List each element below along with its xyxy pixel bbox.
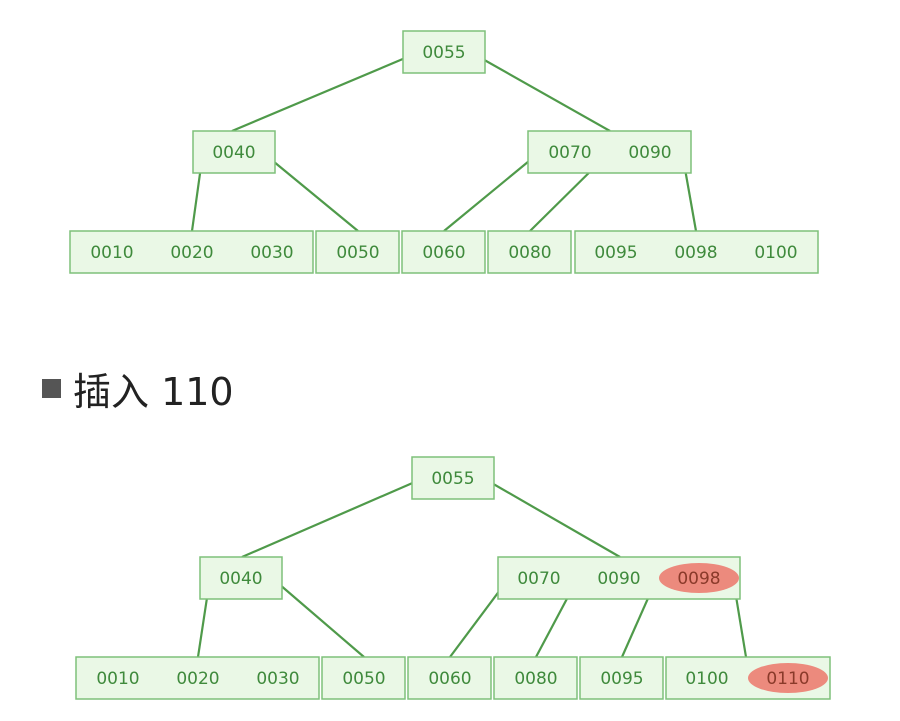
node-key: 0010 <box>90 243 133 263</box>
leaf-node: 0050 <box>315 230 400 274</box>
root-node: 0055 <box>402 30 486 74</box>
leaf-node: 0095 0098 0100 <box>574 230 819 274</box>
node-key: 0055 <box>431 469 474 489</box>
internal-node: 0070 0090 0098 <box>497 556 741 600</box>
section-heading: 插入 110 <box>42 362 234 414</box>
leaf-node: 0080 <box>487 230 572 274</box>
node-key: 0090 <box>597 569 640 589</box>
node-key: 0090 <box>628 143 671 163</box>
leaf-node: 0050 <box>321 656 406 700</box>
leaf-node: 0010 0020 0030 <box>69 230 314 274</box>
internal-node: 0040 <box>199 556 283 600</box>
node-key: 0050 <box>336 243 379 263</box>
node-key: 0050 <box>342 669 385 689</box>
tree-edge <box>471 52 611 132</box>
tree-edge <box>261 151 359 232</box>
tree-edge <box>271 577 365 658</box>
leaf-node: 0095 <box>579 656 664 700</box>
tree-edge <box>241 476 425 559</box>
node-key: 0010 <box>96 669 139 689</box>
node-key: 0095 <box>594 243 637 263</box>
node-key: 0020 <box>170 243 213 263</box>
root-node: 0055 <box>411 456 495 500</box>
highlight-marker <box>748 663 828 693</box>
tree-edge <box>482 477 621 558</box>
leaf-node: 0080 <box>493 656 578 700</box>
square-bullet-icon <box>42 378 61 398</box>
node-key: 0070 <box>548 143 591 163</box>
leaf-node: 0100 0110 <box>665 656 831 700</box>
node-key: 0098 <box>674 243 717 263</box>
tree-edge <box>443 151 541 232</box>
node-key: 0040 <box>219 569 262 589</box>
node-key: 0100 <box>685 669 728 689</box>
node-key: 0080 <box>508 243 551 263</box>
node-key: 0030 <box>256 669 299 689</box>
node-key: 0060 <box>422 243 465 263</box>
internal-node: 0070 0090 <box>527 130 692 174</box>
tree-edge <box>231 51 418 133</box>
leaf-node: 0060 <box>407 656 492 700</box>
node-key: 0110 <box>766 669 809 689</box>
node-key: 0070 <box>517 569 560 589</box>
node-key: 0060 <box>428 669 471 689</box>
leaf-node: 0010 0020 0030 <box>75 656 320 700</box>
leaf-node: 0060 <box>401 230 486 274</box>
node-key: 0055 <box>422 43 465 63</box>
internal-node: 0040 <box>192 130 276 174</box>
node-key: 0020 <box>176 669 219 689</box>
highlight-marker <box>659 563 739 593</box>
node-key: 0098 <box>677 569 720 589</box>
heading-text: 插入 110 <box>73 369 234 414</box>
node-key: 0080 <box>514 669 557 689</box>
node-key: 0030 <box>250 243 293 263</box>
btree-before-insert: 0055 0040 0070 0090 0010 0020 0030 0050 0060 0080… <box>69 30 819 274</box>
node-key: 0040 <box>212 143 255 163</box>
node-key: 0100 <box>754 243 797 263</box>
node-key: 0095 <box>600 669 643 689</box>
